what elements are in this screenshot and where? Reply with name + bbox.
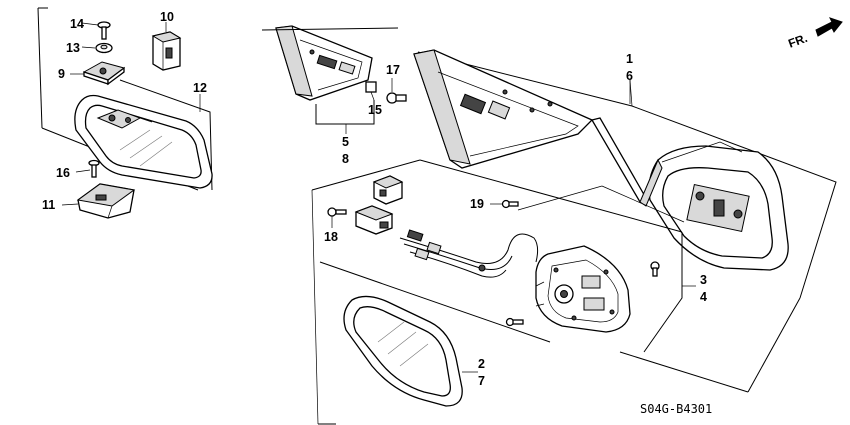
callout-11: 11 xyxy=(42,198,55,212)
callout-labels: 14 10 13 9 12 16 11 17 15 5 8 1 6 19 18 … xyxy=(42,10,707,388)
screw-part-18 xyxy=(327,207,347,228)
callout-4: 4 xyxy=(700,290,707,304)
box1-top-left xyxy=(261,27,399,31)
screw-actuator-bottom xyxy=(505,317,524,327)
box2-right-edge xyxy=(619,351,749,393)
wiring-harness xyxy=(399,229,539,278)
mirror-housing-part-1-6 xyxy=(591,117,789,271)
box1-right xyxy=(631,105,837,299)
rearview-mirror-part-12 xyxy=(74,94,213,189)
connector-block xyxy=(372,175,404,205)
callout-9: 9 xyxy=(58,67,65,81)
inner-cover-part-5-8 xyxy=(275,25,373,101)
callout-2: 2 xyxy=(478,357,485,371)
callout-1: 1 xyxy=(626,52,633,66)
screw-part-16 xyxy=(88,159,100,178)
cover-part-11 xyxy=(76,183,136,219)
clip-part-15 xyxy=(365,81,377,101)
callout-5: 5 xyxy=(342,135,349,149)
frame-edge-left xyxy=(37,7,43,129)
outer-housing-group xyxy=(261,27,837,393)
box3-bottom xyxy=(319,261,551,343)
box3-top-left xyxy=(311,159,421,191)
cover-part-10 xyxy=(151,31,182,71)
screw-part-19 xyxy=(490,185,685,223)
callout-12: 12 xyxy=(193,81,207,95)
callout-8: 8 xyxy=(342,152,349,166)
callout-13: 13 xyxy=(66,41,80,55)
callout-14: 14 xyxy=(70,17,84,31)
frame-edge-right xyxy=(119,79,213,191)
box1-bottom-right xyxy=(747,297,801,393)
front-direction-indicator: FR. xyxy=(786,17,843,51)
callout-7: 7 xyxy=(478,374,485,388)
screw-part-14 xyxy=(97,21,111,40)
mirror-base-part-1-6 xyxy=(413,49,594,169)
callout-18: 18 xyxy=(324,230,338,244)
callout-6: 6 xyxy=(626,69,633,83)
callout-15: 15 xyxy=(368,103,382,117)
actuator-part-3-4 xyxy=(535,245,631,333)
callout-19: 19 xyxy=(470,197,484,211)
screw-part-17 xyxy=(386,78,407,104)
front-label: FR. xyxy=(786,31,809,51)
callout-10: 10 xyxy=(160,10,174,24)
part-code-label: S04G-B4301 xyxy=(640,402,712,416)
washer-part-13 xyxy=(95,42,113,54)
callout-17: 17 xyxy=(386,63,400,77)
screw-actuator-right xyxy=(650,261,660,277)
callout-3: 3 xyxy=(700,273,707,287)
callout-16: 16 xyxy=(56,166,70,180)
rearview-mirror-group xyxy=(37,7,213,219)
mount-plate-part-9 xyxy=(82,61,126,86)
front-arrow-icon xyxy=(815,17,843,37)
box3-right xyxy=(643,232,683,353)
bracket-5-8 xyxy=(315,100,375,125)
actuator-group xyxy=(311,159,696,425)
motor-unit xyxy=(354,205,394,235)
mirror-glass-part-2-7 xyxy=(318,295,749,425)
box3-top xyxy=(419,159,683,233)
